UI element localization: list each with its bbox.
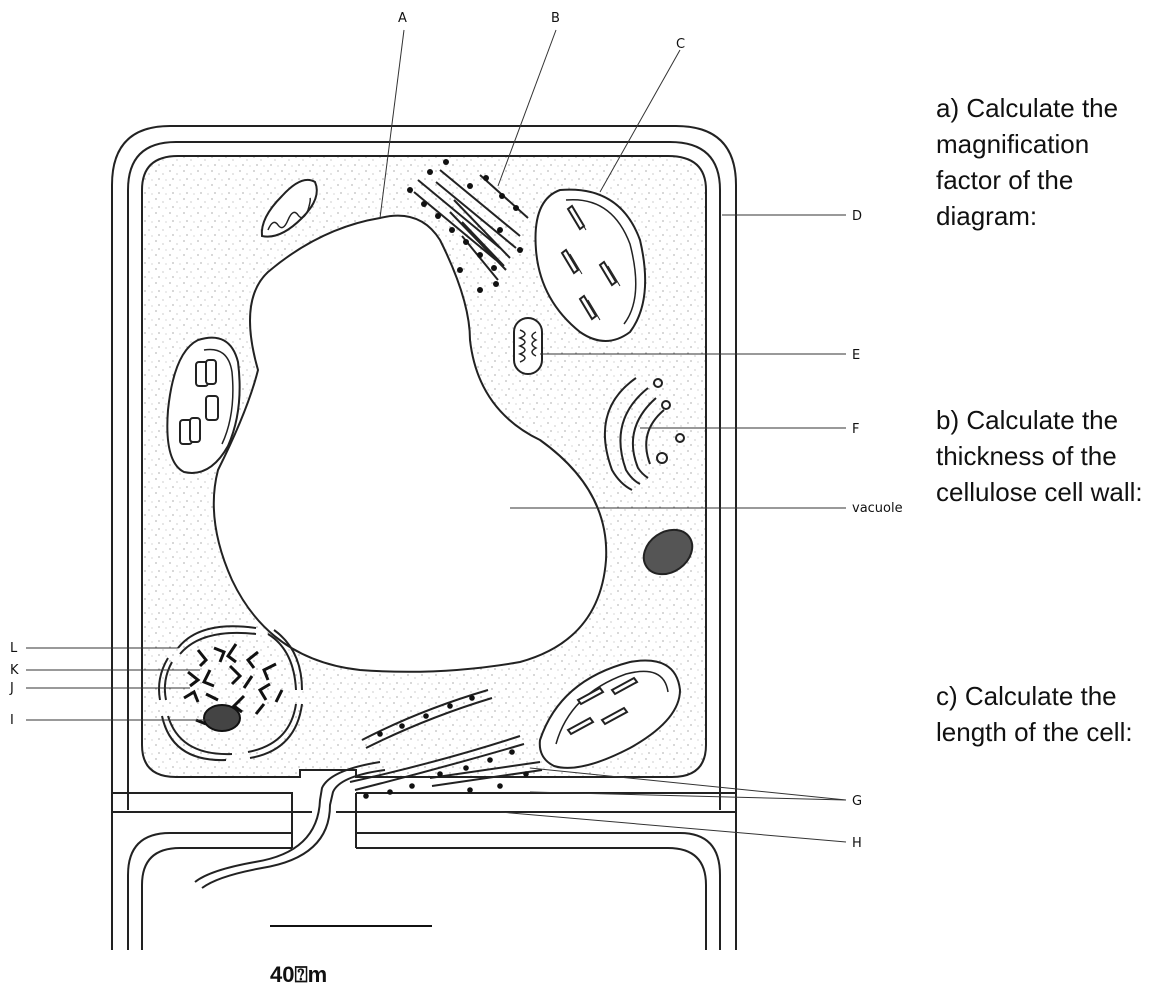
mitochondrion-e xyxy=(514,318,542,374)
question-a-line: diagram: xyxy=(936,198,1118,234)
question-a-line: a) Calculate the xyxy=(936,90,1118,126)
question-b-line: cellulose cell wall: xyxy=(936,474,1143,510)
label-j: J xyxy=(9,681,14,696)
label-f: F xyxy=(852,422,859,437)
label-c: C xyxy=(676,37,685,52)
question-b: b) Calculate the thickness of the cellul… xyxy=(936,402,1143,510)
label-d: D xyxy=(852,209,862,224)
scale-bar-label: 40⍰m xyxy=(270,962,327,988)
question-c-line: length of the cell: xyxy=(936,714,1133,750)
question-c-line: c) Calculate the xyxy=(936,678,1133,714)
question-a: a) Calculate the magnification factor of… xyxy=(936,90,1118,234)
question-a-line: factor of the xyxy=(936,162,1118,198)
label-e: E xyxy=(852,348,860,363)
question-b-line: b) Calculate the xyxy=(936,402,1143,438)
label-vacuole: vacuole xyxy=(852,501,903,516)
question-c: c) Calculate the length of the cell: xyxy=(936,678,1133,750)
label-a: A xyxy=(398,11,407,26)
label-l: L xyxy=(10,641,18,656)
label-b: B xyxy=(551,11,560,26)
question-b-line: thickness of the xyxy=(936,438,1143,474)
question-a-line: magnification xyxy=(936,126,1118,162)
label-k: K xyxy=(10,663,19,678)
label-g: G xyxy=(852,794,862,809)
label-h: H xyxy=(852,836,862,851)
label-i: I xyxy=(10,713,14,728)
nucleolus xyxy=(204,705,240,731)
